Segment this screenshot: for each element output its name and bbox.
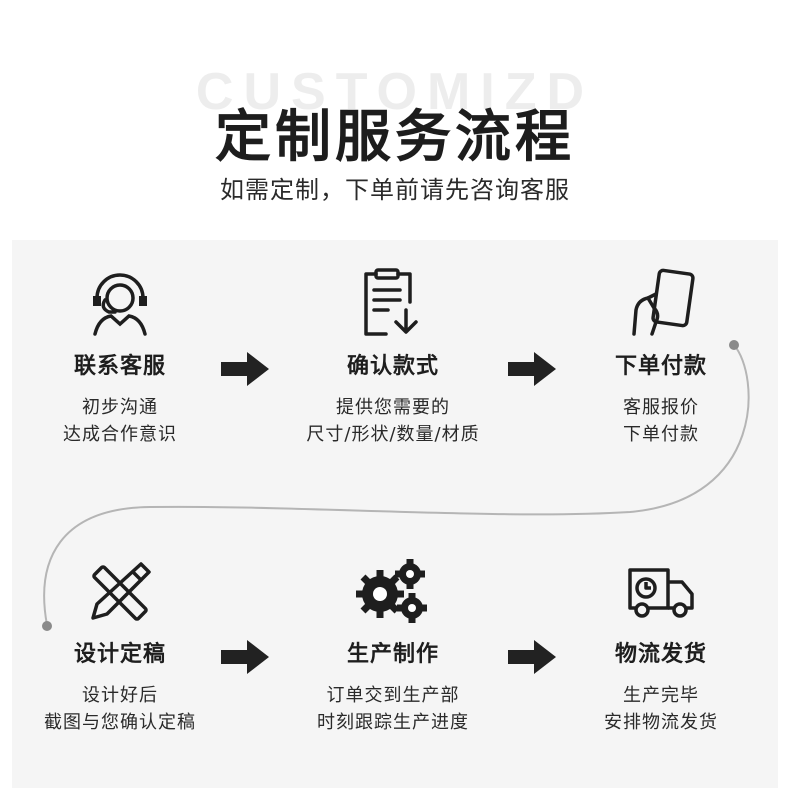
- step-desc-line2: 时刻跟踪生产进度: [317, 712, 469, 733]
- arrow-right-icon: [508, 352, 556, 386]
- arrow-right-icon: [221, 640, 269, 674]
- step-desc-line1: 客服报价: [623, 397, 699, 418]
- step-confirm-style: 确认款式 提供您需要的 尺寸/形状/数量/材质: [278, 268, 508, 448]
- step-design-final: 设计定稿 设计好后 截图与您确认定稿: [5, 556, 235, 736]
- step-title: 联系客服: [73, 354, 166, 379]
- step-title: 物流发货: [614, 642, 707, 667]
- delivery-truck-icon: [628, 568, 694, 618]
- arrow-right-icon: [221, 352, 269, 386]
- step-production: 生产制作 订单交到生产部 时刻跟踪生产进度: [278, 556, 508, 736]
- arrow-right-icon: [508, 640, 556, 674]
- step-desc-line2: 尺寸/形状/数量/材质: [306, 424, 480, 445]
- path-start-dot: [729, 340, 739, 350]
- step-title: 设计定稿: [73, 642, 166, 667]
- gears-icon: [356, 559, 427, 623]
- step-logistics: 物流发货 生产完毕 安排物流发货: [546, 556, 776, 736]
- step-desc-line1: 设计好后: [82, 685, 158, 706]
- step-contact-service: 联系客服 初步沟通 达成合作意识: [5, 268, 235, 448]
- step-desc-line2: 下单付款: [623, 424, 699, 445]
- process-panel: [12, 240, 778, 788]
- document-download-icon: [364, 268, 418, 336]
- watermark-text: CUSTOMIZD: [195, 63, 595, 121]
- step-title: 下单付款: [614, 354, 707, 379]
- step-order-payment: 下单付款 客服报价 下单付款: [546, 268, 776, 448]
- step-title: 确认款式: [346, 354, 439, 379]
- customer-service-headset-icon: [93, 273, 147, 336]
- page-subtitle: 如需定制，下单前请先咨询客服: [220, 176, 570, 204]
- step-desc-line2: 安排物流发货: [604, 712, 718, 733]
- step-desc-line1: 初步沟通: [82, 397, 158, 418]
- step-desc-line2: 截图与您确认定稿: [44, 712, 196, 733]
- hand-holding-card-icon: [632, 268, 695, 336]
- page-title: 定制服务流程: [215, 105, 575, 170]
- step-desc-line1: 生产完毕: [623, 685, 699, 706]
- step-title: 生产制作: [346, 642, 439, 667]
- step-desc-line2: 达成合作意识: [63, 424, 177, 445]
- step-desc-line1: 订单交到生产部: [326, 685, 460, 706]
- path-end-dot: [42, 621, 52, 631]
- pencil-ruler-icon: [91, 562, 151, 621]
- step-desc-line1: 提供您需要的: [336, 397, 450, 418]
